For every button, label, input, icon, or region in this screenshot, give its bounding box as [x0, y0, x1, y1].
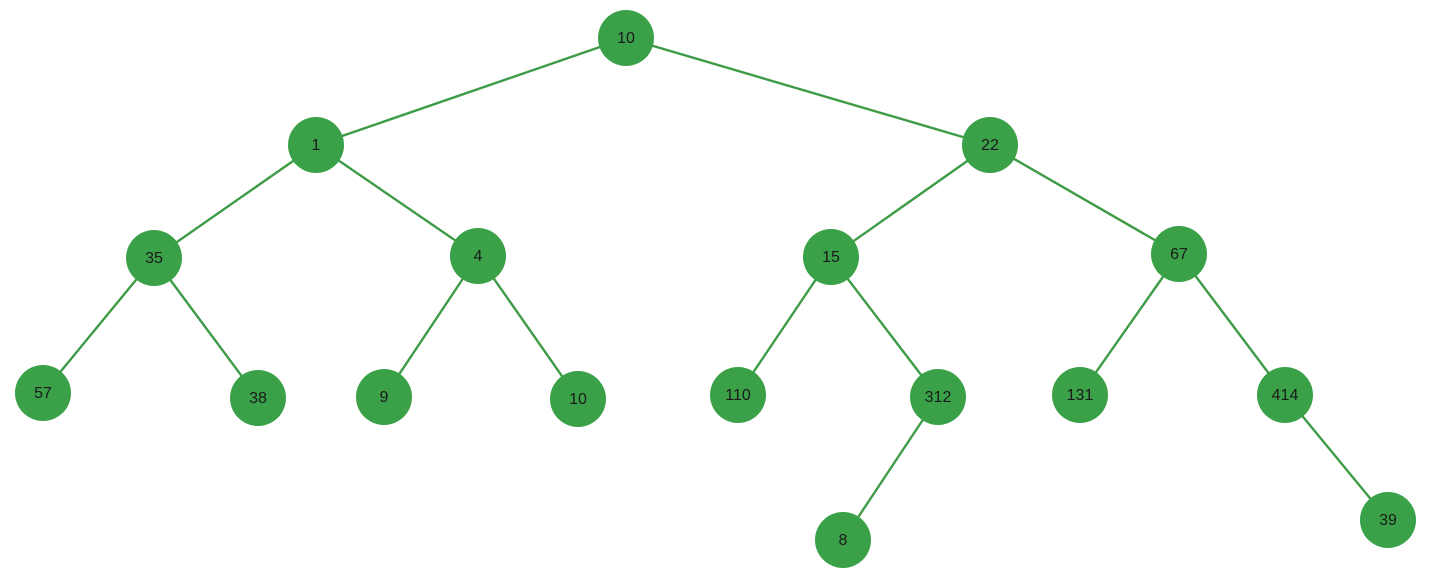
tree-node-label: 4 [474, 248, 483, 265]
tree-node: 312 [910, 369, 966, 425]
tree-edge [42, 257, 155, 394]
tree-edge [830, 256, 939, 398]
tree-node-label: 8 [839, 532, 848, 549]
tree-edge [1079, 253, 1180, 396]
tree-node: 38 [230, 370, 286, 426]
tree-node-circle [1151, 226, 1207, 282]
tree-node: 67 [1151, 226, 1207, 282]
tree-edge [315, 144, 479, 257]
tree-node-circle [15, 365, 71, 421]
tree-node-label: 39 [1379, 512, 1397, 529]
tree-node-circle [550, 371, 606, 427]
tree-node-circle [803, 229, 859, 285]
tree-node: 1 [288, 117, 344, 173]
tree-node-label: 110 [725, 387, 751, 404]
tree-node-circle [230, 370, 286, 426]
tree-edge [1178, 253, 1286, 396]
tree-edge [153, 144, 317, 259]
tree-node-label: 9 [380, 389, 389, 406]
tree-node-circle [962, 117, 1018, 173]
tree-node-label: 10 [617, 30, 635, 47]
tree-node-label: 57 [34, 385, 52, 402]
tree-node-label: 35 [145, 250, 163, 267]
tree-node-label: 414 [1272, 387, 1299, 404]
tree-node: 8 [815, 512, 871, 568]
tree-edge [842, 396, 939, 541]
tree-node: 131 [1052, 367, 1108, 423]
tree-node-label: 312 [925, 389, 952, 406]
tree-node: 10 [598, 10, 654, 66]
tree-node: 22 [962, 117, 1018, 173]
tree-node-circle [910, 369, 966, 425]
tree-node-label: 1 [312, 137, 321, 154]
tree-node-circle [598, 10, 654, 66]
tree-node-label: 131 [1067, 387, 1094, 404]
edge-layer [42, 36, 1389, 541]
tree-node: 39 [1360, 492, 1416, 548]
tree-edge [153, 257, 259, 399]
tree-node-label: 15 [822, 249, 840, 266]
tree-node: 57 [15, 365, 71, 421]
tree-node-circle [1052, 367, 1108, 423]
tree-node-circle [450, 228, 506, 284]
tree-node: 35 [126, 230, 182, 286]
node-layer: 10 1 22 35 4 15 67 57 38 9 10 110 312 131 414 8 39 [15, 10, 1416, 568]
tree-node-circle [1257, 367, 1313, 423]
tree-edge [989, 143, 1180, 256]
tree-edge [830, 144, 991, 258]
tree-node-label: 67 [1170, 246, 1188, 263]
tree-node-circle [815, 512, 871, 568]
tree-node: 15 [803, 229, 859, 285]
tree-node-circle [126, 230, 182, 286]
tree-node: 10 [550, 371, 606, 427]
tree-edge [625, 36, 991, 147]
tree-node-label: 10 [569, 391, 587, 408]
tree-edge [477, 255, 579, 400]
tree-edge [315, 36, 627, 147]
tree-edge [383, 255, 479, 398]
tree-node-label: 38 [249, 390, 267, 407]
tree-node-circle [710, 367, 766, 423]
tree-node: 9 [356, 369, 412, 425]
tree-node: 110 [710, 367, 766, 423]
tree-node-circle [288, 117, 344, 173]
tree-node-label: 22 [981, 137, 999, 154]
tree-node-circle [356, 369, 412, 425]
tree-node: 4 [450, 228, 506, 284]
tree-node: 414 [1257, 367, 1313, 423]
tree-node-circle [1360, 492, 1416, 548]
